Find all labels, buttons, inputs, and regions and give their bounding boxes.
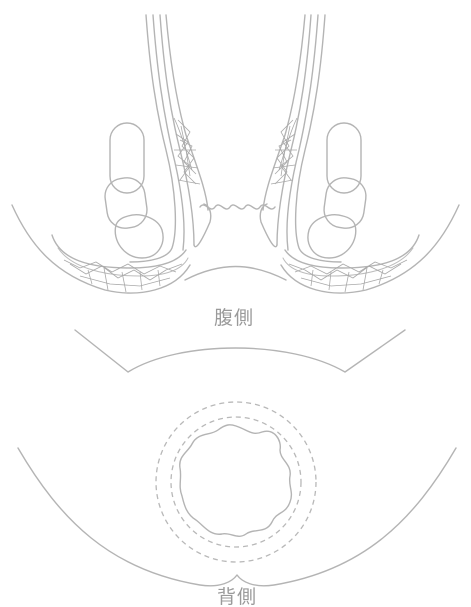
lumen-ring: [180, 425, 292, 536]
perineal-arc: [185, 267, 286, 281]
cross-section: [18, 330, 456, 586]
ventral-label: 腹側: [214, 307, 254, 329]
longitudinal-section: [12, 15, 459, 293]
left-lobes: [103, 123, 163, 258]
ventral-contour: [75, 330, 405, 372]
left-bottom-band: [52, 235, 188, 292]
right-bottom-band: [283, 235, 419, 292]
dorsal-contour: [18, 448, 456, 586]
dorsal-label: 背側: [217, 586, 257, 607]
right-lobes: [308, 123, 368, 258]
inner-dashed-ring: [171, 417, 301, 547]
right-canal: [260, 15, 341, 262]
left-canal: [130, 15, 211, 262]
